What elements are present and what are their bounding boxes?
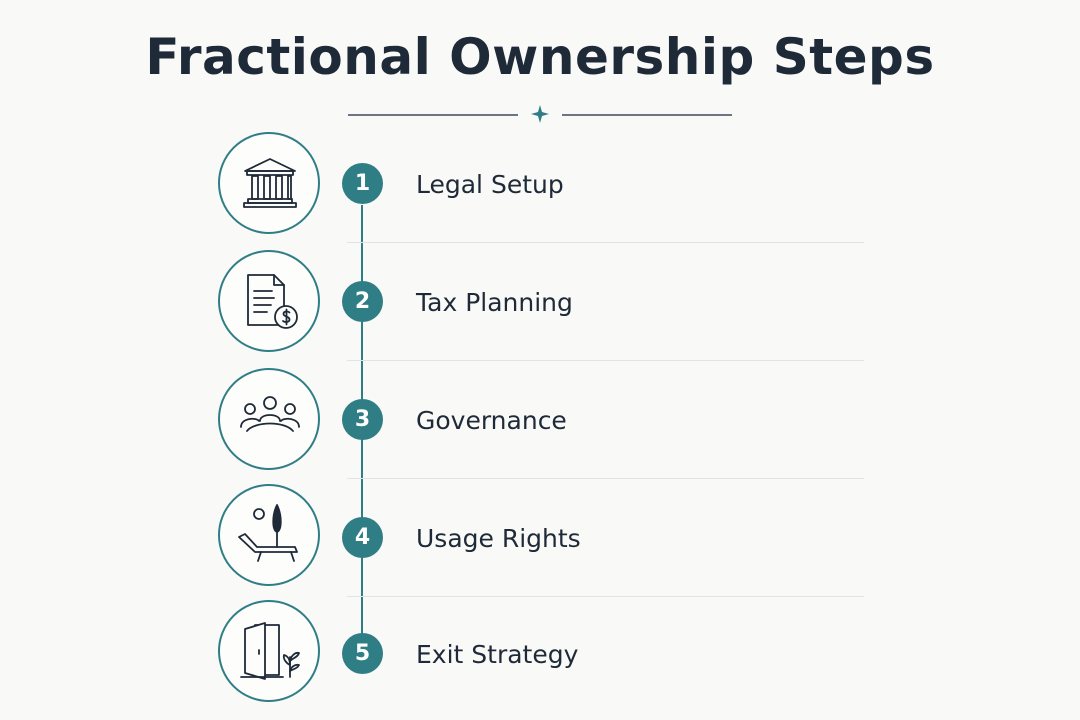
step-4: 4 Usage Rights (0, 484, 1080, 602)
step-number-badge: 1 (342, 163, 383, 204)
divider-line-left (348, 114, 518, 116)
step-label: Exit Strategy (416, 640, 579, 669)
step-separator (347, 242, 864, 243)
lounge-chair-icon (238, 504, 298, 562)
step-5: 5 Exit Strategy (0, 600, 1080, 718)
page-title: Fractional Ownership Steps (145, 28, 935, 86)
step-separator (347, 360, 864, 361)
step-label: Governance (416, 406, 567, 435)
step-3: 3 Governance (0, 366, 1080, 484)
divider-line-right (562, 114, 732, 116)
step-number-badge: 3 (342, 399, 383, 440)
step-label: Legal Setup (416, 170, 564, 199)
people-group-icon (240, 396, 300, 432)
bank-building-icon (243, 158, 297, 208)
step-icon-circle (218, 250, 320, 352)
step-number-badge: 5 (342, 633, 383, 674)
step-label: Usage Rights (416, 524, 581, 553)
step-2: 2 Tax Planning (0, 248, 1080, 366)
step-label: Tax Planning (416, 288, 573, 317)
step-number-badge: 4 (342, 517, 383, 558)
step-separator (347, 478, 864, 479)
step-icon-circle (218, 484, 320, 586)
sparkle-icon (531, 105, 549, 123)
step-icon-circle (218, 132, 320, 234)
document-dollar-icon (247, 274, 298, 329)
step-number-badge: 2 (342, 281, 383, 322)
step-icon-circle (218, 600, 320, 702)
step-separator (347, 596, 864, 597)
open-door-icon (240, 622, 300, 680)
step-icon-circle (218, 368, 320, 470)
step-1: 1 Legal Setup (0, 130, 1080, 248)
title-divider (348, 104, 732, 124)
